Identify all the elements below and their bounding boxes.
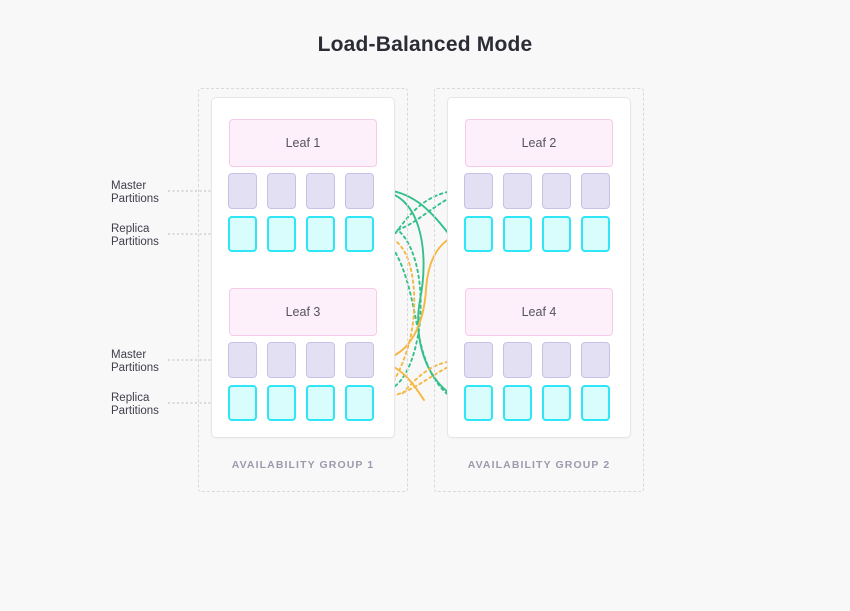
partition-master[interactable] <box>581 342 610 378</box>
partition-master[interactable] <box>306 342 335 378</box>
label-line-1: Master <box>111 180 147 192</box>
partition-master[interactable] <box>228 342 257 378</box>
leaf3-master-partition-row <box>228 342 377 378</box>
leaf-box-leaf3[interactable]: Leaf 3 <box>229 288 377 336</box>
leaf4-master-partition-row <box>464 342 613 378</box>
partition-master[interactable] <box>503 173 532 209</box>
label-line-2: Partitions <box>111 405 159 417</box>
partition-replica[interactable] <box>345 385 374 421</box>
partition-master[interactable] <box>267 173 296 209</box>
label-replica-partitions-top: Replica Partitions <box>111 223 201 249</box>
partition-replica[interactable] <box>464 216 493 252</box>
leaf-box-leaf4[interactable]: Leaf 4 <box>465 288 613 336</box>
label-line-2: Partitions <box>111 236 159 248</box>
availability-group-2[interactable]: AVAILABILITY GROUP 2 <box>434 88 644 492</box>
partition-master[interactable] <box>464 173 493 209</box>
partition-master[interactable] <box>503 342 532 378</box>
label-line-1: Replica <box>111 392 150 404</box>
partition-master[interactable] <box>581 173 610 209</box>
label-line-2: Partitions <box>111 362 159 374</box>
partition-replica[interactable] <box>464 385 493 421</box>
label-master-partitions-bottom: Master Partitions <box>111 349 201 375</box>
partition-replica[interactable] <box>306 385 335 421</box>
label-line-1: Replica <box>111 223 150 235</box>
partition-replica[interactable] <box>267 385 296 421</box>
leaf-label: Leaf 1 <box>285 136 321 150</box>
partition-replica[interactable] <box>542 216 571 252</box>
label-master-partitions-top: Master Partitions <box>111 180 201 206</box>
leaf-label: Leaf 3 <box>285 305 321 319</box>
leaf1-master-partition-row <box>228 173 377 209</box>
partition-replica[interactable] <box>581 216 610 252</box>
partition-replica[interactable] <box>503 216 532 252</box>
availability-group-2-label: AVAILABILITY GROUP 2 <box>467 459 611 471</box>
leaf4-replica-partition-row <box>464 385 613 421</box>
partition-master[interactable] <box>542 173 571 209</box>
leaf1-replica-partition-row <box>228 216 377 252</box>
leaf-label: Leaf 2 <box>521 136 557 150</box>
partition-master[interactable] <box>345 173 374 209</box>
partition-replica[interactable] <box>228 385 257 421</box>
availability-group-1[interactable]: AVAILABILITY GROUP 1 <box>198 88 408 492</box>
partition-replica[interactable] <box>267 216 296 252</box>
availability-group-1-label: AVAILABILITY GROUP 1 <box>231 459 375 471</box>
partition-replica[interactable] <box>503 385 532 421</box>
leaf-label: Leaf 4 <box>521 305 557 319</box>
partition-replica[interactable] <box>306 216 335 252</box>
leaf3-replica-partition-row <box>228 385 377 421</box>
label-replica-partitions-bottom: Replica Partitions <box>111 392 201 418</box>
partition-master[interactable] <box>306 173 335 209</box>
label-line-2: Partitions <box>111 193 159 205</box>
partition-replica[interactable] <box>228 216 257 252</box>
partition-replica[interactable] <box>345 216 374 252</box>
label-line-1: Master <box>111 349 147 361</box>
partition-replica[interactable] <box>581 385 610 421</box>
page-title: Load-Balanced Mode <box>317 33 533 56</box>
leaf-box-leaf2[interactable]: Leaf 2 <box>465 119 613 167</box>
partition-master[interactable] <box>542 342 571 378</box>
partition-master[interactable] <box>464 342 493 378</box>
partition-master[interactable] <box>345 342 374 378</box>
partition-master[interactable] <box>228 173 257 209</box>
leaf-box-leaf1[interactable]: Leaf 1 <box>229 119 377 167</box>
partition-replica[interactable] <box>542 385 571 421</box>
partition-master[interactable] <box>267 342 296 378</box>
leaf2-master-partition-row <box>464 173 613 209</box>
leaf2-replica-partition-row <box>464 216 613 252</box>
